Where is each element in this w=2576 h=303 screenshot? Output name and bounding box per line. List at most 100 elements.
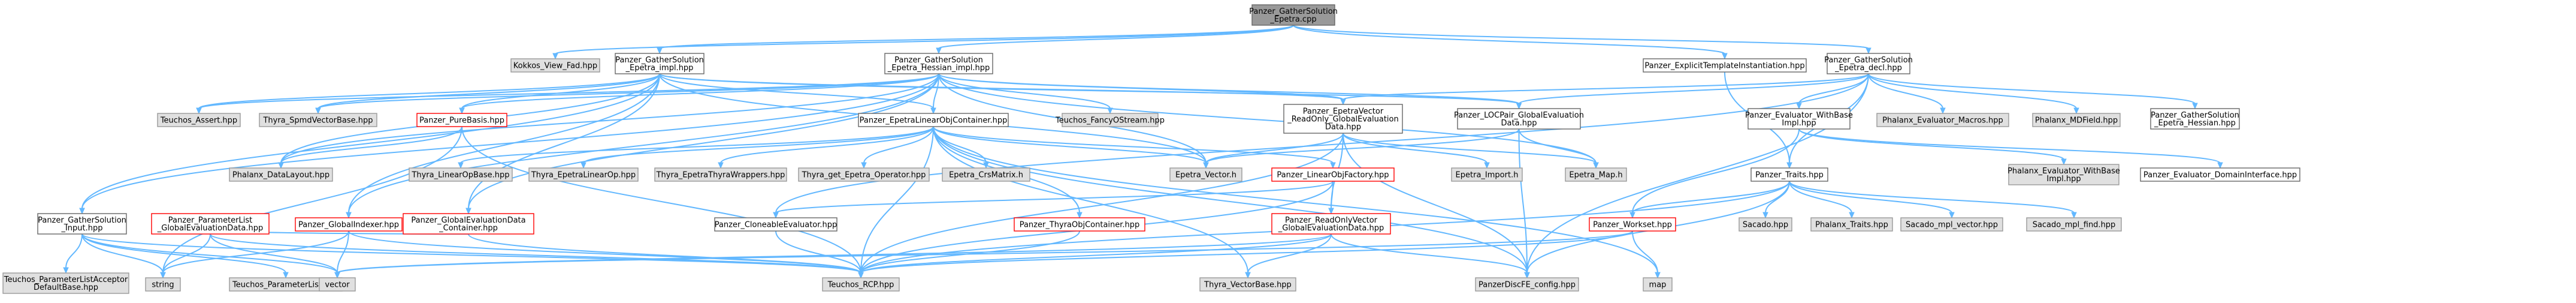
node-label: _Epetra_Hessian.hpp <box>2154 119 2236 128</box>
node-box <box>1475 277 1579 292</box>
node-box <box>1062 113 1159 127</box>
edge-root-to-gs_impl <box>657 25 1294 55</box>
node-ged-container[interactable]: Panzer_GlobalEvaluationData_Container.hp… <box>403 213 534 235</box>
edge-line <box>280 126 462 164</box>
edge-gs_hessian_impl-to-globalindexer <box>346 73 939 219</box>
edge-epetra_loc-to-pdfe_config <box>933 126 1530 279</box>
node-phalanx-traits[interactable]: Phalanx_Traits.hpp <box>1810 217 1893 232</box>
node-epetra-vector[interactable]: Epetra_Vector.h <box>1169 167 1242 182</box>
node-sacado-mpl-vector[interactable]: Sacado_mpl_vector.hpp <box>1900 217 2003 232</box>
node-epetra-crsmatrix[interactable]: Epetra_CrsMatrix.h <box>942 167 1030 182</box>
node-sacado-mpl-find[interactable]: Sacado_mpl_find.hpp <box>2026 217 2122 232</box>
node-paramlist-ged[interactable]: Panzer_ParameterList_GlobalEvaluationDat… <box>151 213 270 235</box>
edge-gs_decl-to-epetra_ro_ged <box>1340 73 1869 106</box>
node-teuchos-fancy[interactable]: Teuchos_FancyOStream.hpp <box>1055 113 1165 127</box>
edge-workset-to-vector <box>334 230 1633 279</box>
node-label: Impl.hpp <box>2046 175 2081 184</box>
node-box <box>510 58 600 73</box>
node-kokkos-viewfad[interactable]: Kokkos_View_Fad.hpp <box>510 58 600 73</box>
node-thyra-vectorbase[interactable]: Thyra_VectorBase.hpp <box>1199 277 1296 292</box>
node-epetra-ro-ged[interactable]: Panzer_EpetraVector_ReadOnly_GlobalEvalu… <box>1283 104 1403 134</box>
edge-gs_hessian_impl-to-purebasis <box>459 73 939 115</box>
edge-arrowhead <box>334 272 340 279</box>
node-workset[interactable]: Panzer_Workset.hpp <box>1589 217 1676 232</box>
node-thyra-get-epetra-op[interactable]: Thyra_get_Epetra_Operator.hpp <box>798 167 930 182</box>
node-label: string <box>152 281 174 290</box>
edge-arrowhead <box>1245 272 1251 279</box>
node-thyra-epetra-linop[interactable]: Thyra_EpetraLinearOp.hpp <box>528 167 639 182</box>
node-gs-decl[interactable]: Panzer_GatherSolution_Epetra_decl.hpp <box>1824 53 1913 74</box>
node-box <box>2026 217 2122 232</box>
node-label: Panzer_Traits.hpp <box>1755 171 1824 180</box>
node-label: Phalanx_MDField.hpp <box>2035 116 2118 125</box>
node-vector[interactable]: vector <box>319 277 356 292</box>
edge-arrowhead <box>1484 162 1490 169</box>
node-label: Teuchos_Assert.hpp <box>160 116 237 125</box>
edge-line <box>775 230 861 274</box>
node-explicit-ti[interactable]: Panzer_ExplicitTemplateInstantiation.hpp <box>1643 58 1807 73</box>
node-linobjfactory[interactable]: Panzer_LinearObjFactory.hpp <box>1271 167 1395 182</box>
node-teuchos-assert[interactable]: Teuchos_Assert.hpp <box>157 113 241 127</box>
node-label: Panzer_GatherSolution <box>615 56 704 65</box>
edge-arrowhead <box>346 212 352 219</box>
node-gs-impl[interactable]: Panzer_GatherSolution_Epetra_impl.hpp <box>615 53 705 74</box>
edge-line <box>468 73 939 209</box>
node-label: Panzer_PureBasis.hpp <box>419 116 504 125</box>
node-label: Panzer_ParameterList <box>168 216 253 225</box>
edge-line <box>775 73 1869 214</box>
node-box <box>416 113 507 127</box>
node-box <box>1750 167 1828 182</box>
node-gs-hessian-impl[interactable]: Panzer_GatherSolution_Epetra_Hessian_imp… <box>884 53 993 74</box>
node-teuchos-rcp[interactable]: Teuchos_RCP.hpp <box>822 277 900 292</box>
node-panzer-traits[interactable]: Panzer_Traits.hpp <box>1750 167 1828 182</box>
edge-gs_hessian_impl-to-teuchos_assert <box>196 73 939 115</box>
node-phalanx-mdfield[interactable]: Phalanx_MDField.hpp <box>2032 113 2121 127</box>
node-thyra-linop-base[interactable]: Thyra_LinearOpBase.hpp <box>409 167 513 182</box>
node-label: Panzer_EpetraLinearObjContainer.hpp <box>860 116 1008 125</box>
node-thyra-spmd[interactable]: Thyra_SpmdVectorBase.hpp <box>259 113 377 127</box>
node-cloneable-eval[interactable]: Panzer_CloneableEvaluator.hpp <box>714 217 837 232</box>
node-sacado[interactable]: Sacado.hpp <box>1739 217 1792 232</box>
node-evaluator-domainiface[interactable]: Panzer_Evaluator_DomainInterface.hpp <box>2140 167 2300 182</box>
edge-evaluator_withbase-to-phalanx_ewb_impl <box>1798 128 2067 166</box>
node-label: Panzer_GatherSolution <box>2151 111 2239 120</box>
node-locpair[interactable]: Panzer_LOCPair_GlobalEvaluationData.hpp <box>1454 108 1584 130</box>
node-epetra-import[interactable]: Epetra_Import.h <box>1451 167 1523 182</box>
node-teuchos-plaa[interactable]: Teuchos_ParameterListAcceptorDefaultBase… <box>2 272 129 294</box>
edge-line <box>863 126 934 164</box>
edge-line <box>468 233 861 274</box>
edge-line <box>1789 181 2075 214</box>
edge-arrowhead <box>858 272 864 279</box>
node-gs-hessian[interactable]: Panzer_GatherSolution_Epetra_Hessian.hpp <box>2150 108 2240 130</box>
edge-line <box>198 73 660 109</box>
edge-evaluator_withbase-to-evaluator_domainiface <box>1798 128 2223 169</box>
node-gs-input[interactable]: Panzer_GatherSolution_Input.hpp <box>37 213 127 235</box>
node-box <box>2032 113 2121 127</box>
edge-workset-to-teuchos_rcp <box>858 230 1633 279</box>
node-string[interactable]: string <box>145 277 181 292</box>
node-label: Panzer_ThyraObjContainer.hpp <box>1020 221 1140 230</box>
edge-arrowhead <box>1593 162 1599 169</box>
node-purebasis[interactable]: Panzer_PureBasis.hpp <box>416 113 507 127</box>
node-readonly-vector-ged[interactable]: Panzer_ReadOnlyVector_GlobalEvaluationDa… <box>1271 213 1391 235</box>
node-thyraobj-container[interactable]: Panzer_ThyraObjContainer.hpp <box>1014 217 1145 232</box>
node-phalanx-evalmacros[interactable]: Phalanx_Evaluator_Macros.hpp <box>1876 113 2009 127</box>
node-teuchos-paramlist[interactable]: Teuchos_ParameterList.hpp <box>229 277 343 292</box>
edge-locpair-to-pdfe_config <box>1518 128 1530 279</box>
edge-arrowhead <box>196 107 202 115</box>
edge-epetra_loc-to-thyra_epetra_linop <box>580 126 934 169</box>
node-pdfe-config[interactable]: PanzerDiscFE_config.hpp <box>1475 277 1579 292</box>
node-map[interactable]: map <box>1643 277 1673 292</box>
node-epetra-map[interactable]: Epetra_Map.h <box>1565 167 1627 182</box>
node-globalindexer[interactable]: Panzer_GlobalIndexer.hpp <box>295 217 403 232</box>
edge-line <box>860 133 1344 274</box>
node-phalanx-datalayout[interactable]: Phalanx_DataLayout.hpp <box>229 167 333 182</box>
edge-line <box>210 233 861 274</box>
node-thyra-epetra-wrappers[interactable]: Thyra_EpetraThyraWrappers.hpp <box>654 167 787 182</box>
edge-arrowhead <box>1762 212 1768 219</box>
edge-arrowhead <box>552 53 558 60</box>
node-epetra-loc[interactable]: Panzer_EpetraLinearObjContainer.hpp <box>858 113 1009 127</box>
edge-line <box>938 25 1294 49</box>
